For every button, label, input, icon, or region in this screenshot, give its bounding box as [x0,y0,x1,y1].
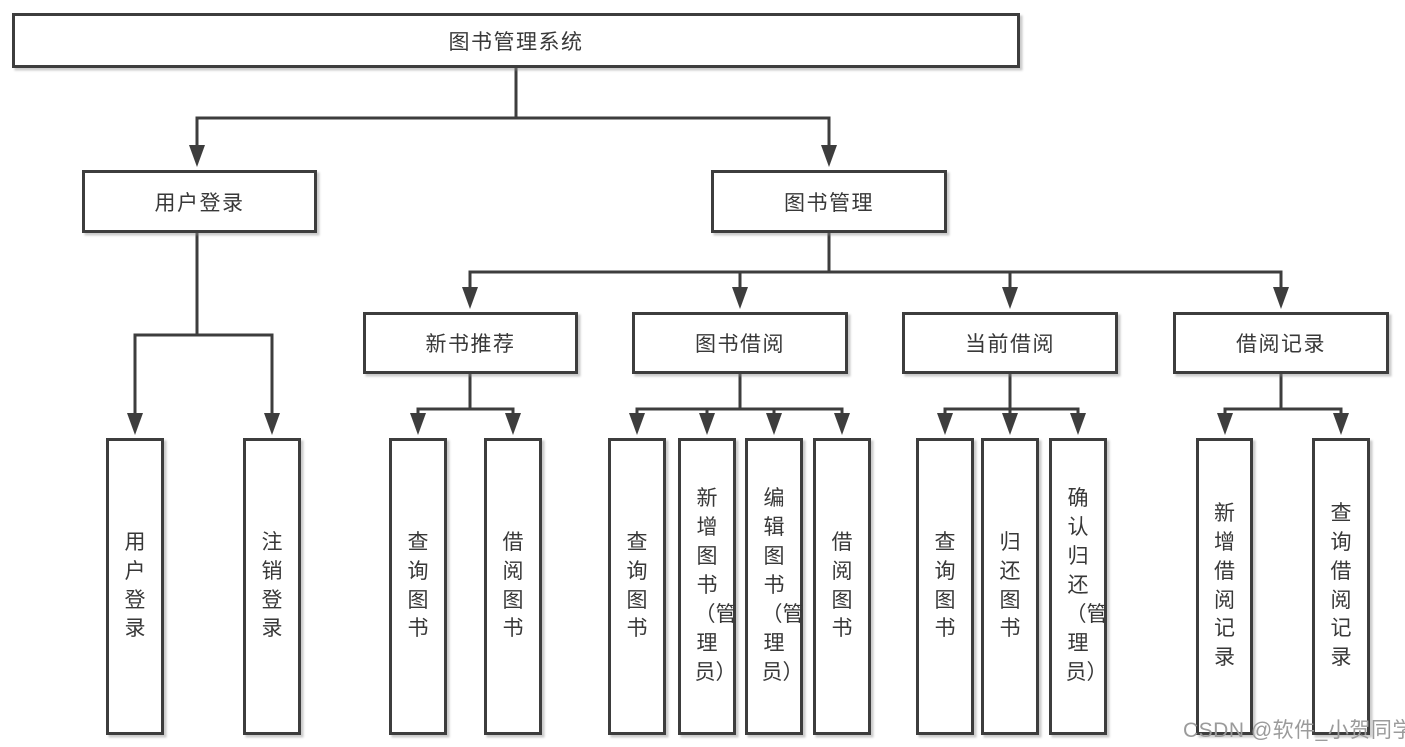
leaf-borrow-books-label: 借阅图书 [831,530,853,641]
leaf-borrow-books-recommend: 借阅图书 [484,438,542,735]
arrowheads [127,145,1349,435]
node-book-management: 图书管理 [711,170,947,233]
leaf-logout-label: 注销登录 [261,530,283,641]
leaf-query-books-recommend-label: 查询图书 [407,530,429,641]
leaf-borrow-books: 借阅图书 [813,438,871,735]
leaf-query-books-current-label: 查询图书 [934,530,956,641]
leaf-user-login: 用户登录 [106,438,164,735]
leaf-return-book: 归还图书 [981,438,1039,735]
leaf-query-books-recommend: 查询图书 [389,438,447,735]
node-user-login: 用户登录 [82,170,317,233]
leaf-query-books-current: 查询图书 [916,438,974,735]
node-current-borrow: 当前借阅 [902,312,1118,374]
leaf-confirm-return-admin: 确认归还（管理员） [1049,438,1108,735]
leaf-borrow-books-recommend-label: 借阅图书 [502,530,524,641]
leaf-return-book-label: 归还图书 [999,530,1021,641]
node-borrow-records-label: 借阅记录 [1236,333,1326,356]
leaf-edit-book-admin-label: 编辑图书（管理员） [761,487,804,684]
node-borrow-records: 借阅记录 [1173,312,1389,374]
node-new-book-recommend: 新书推荐 [363,312,578,374]
node-book-management-label: 图书管理 [784,191,874,215]
leaf-query-books-borrow-label: 查询图书 [626,530,648,641]
leaf-confirm-return-admin-label: 确认归还（管理员） [1065,487,1108,684]
leaf-query-borrow-record-label: 查询借阅记录 [1330,501,1352,670]
leaf-logout: 注销登录 [243,438,301,735]
leaf-edit-book-admin: 编辑图书（管理员） [745,438,804,735]
node-user-login-label: 用户登录 [154,191,245,215]
leaf-add-book-admin-label: 新增图书（管理员） [694,487,737,684]
node-book-borrow: 图书借阅 [632,312,848,374]
node-new-book-recommend-label: 新书推荐 [425,333,516,356]
node-current-borrow-label: 当前借阅 [965,333,1055,356]
node-library-system-label: 图书管理系统 [448,30,584,54]
watermark: CSDN @软件_小贺同学 [1183,719,1405,742]
leaf-add-borrow-record-label: 新增借阅记录 [1214,501,1235,670]
leaf-add-borrow-record: 新增借阅记录 [1196,438,1253,735]
leaf-add-book-admin: 新增图书（管理员） [678,438,737,735]
node-book-borrow-label: 图书借阅 [695,333,785,356]
leaf-query-borrow-record: 查询借阅记录 [1312,438,1370,735]
leaf-user-login-label: 用户登录 [124,530,146,641]
node-library-system: 图书管理系统 [12,13,1020,68]
leaf-query-books-borrow: 查询图书 [608,438,666,735]
